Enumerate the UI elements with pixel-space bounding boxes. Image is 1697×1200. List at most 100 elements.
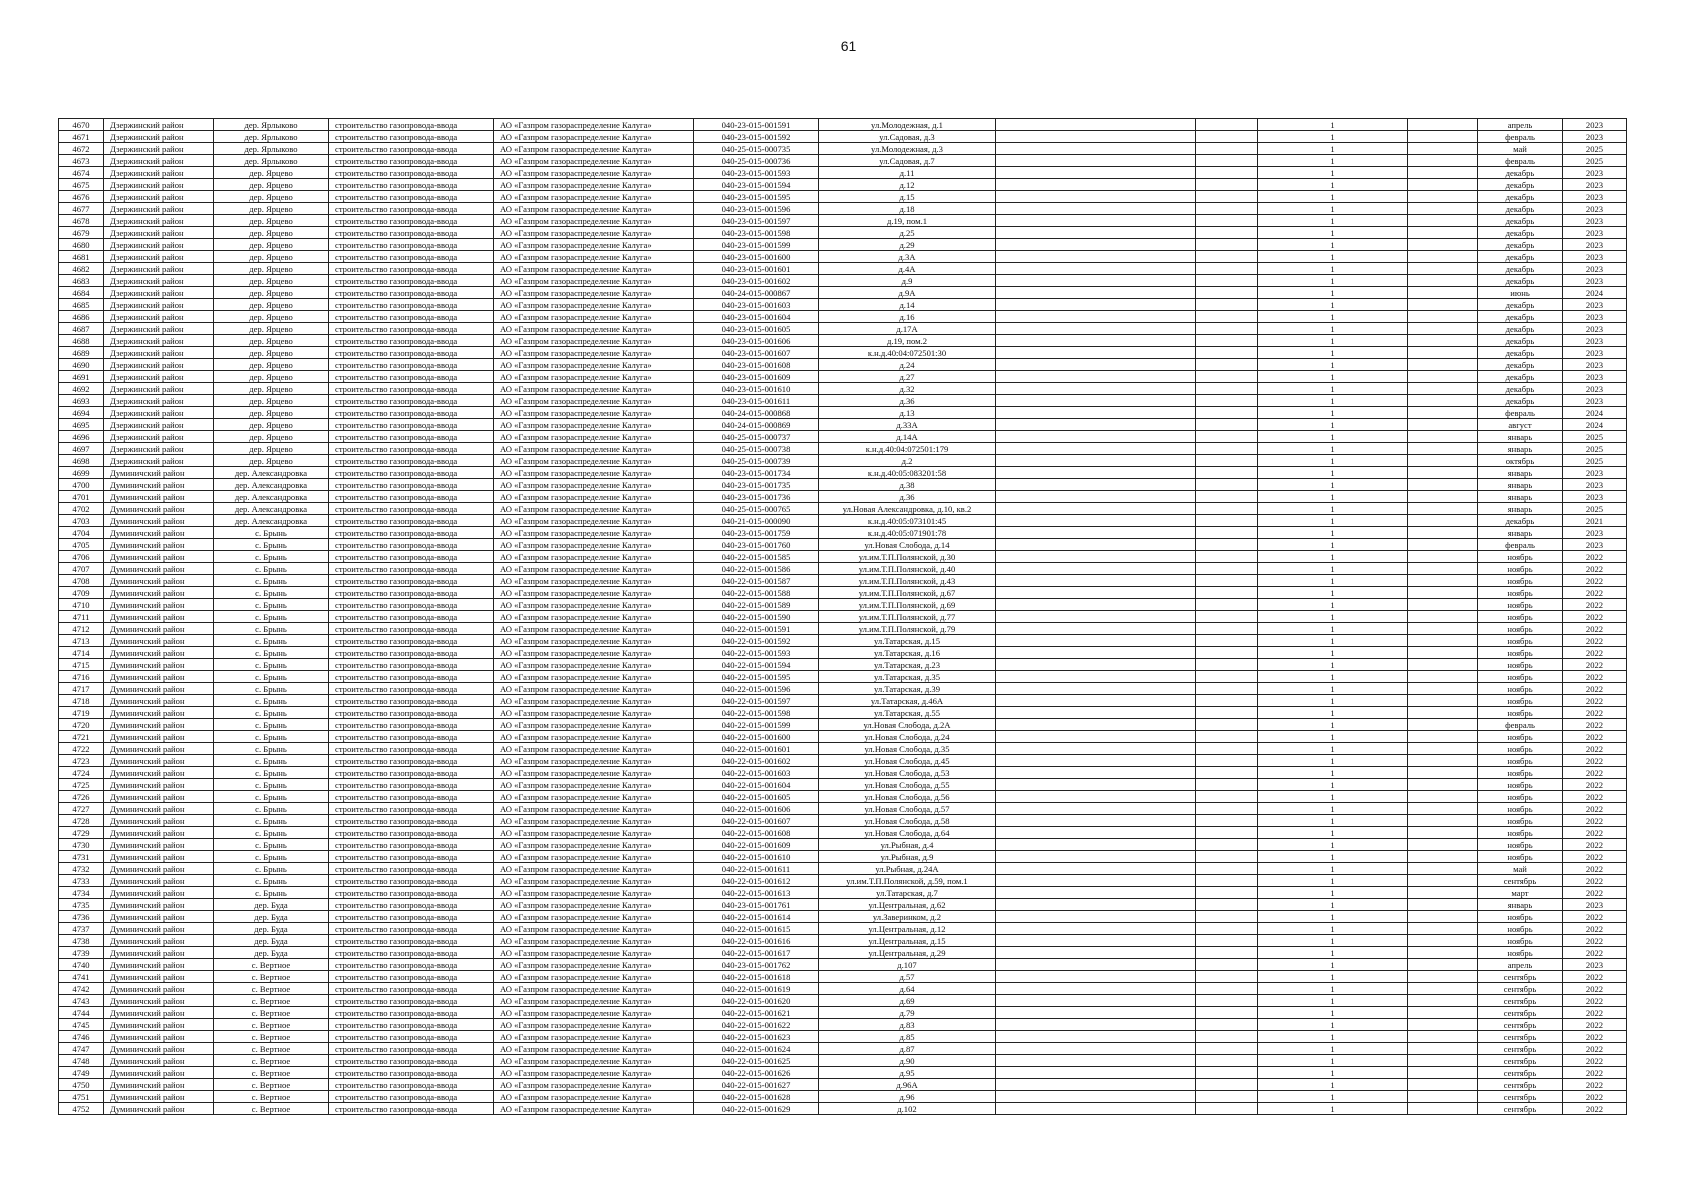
month: ноябрь: [1477, 826, 1563, 839]
year: 2025: [1562, 442, 1627, 455]
month: сентябрь: [1477, 1090, 1563, 1103]
count-flag: 1: [1257, 1030, 1408, 1043]
empty-cell: [1407, 790, 1478, 803]
district: Думиничский район: [103, 598, 214, 611]
locality: дер. Ярлыково: [213, 142, 329, 155]
empty-cell: [1195, 574, 1258, 587]
locality: с. Вертное: [213, 1054, 329, 1067]
row-number: 4752: [58, 1102, 104, 1115]
year: 2023: [1562, 394, 1627, 407]
month: ноябрь: [1477, 946, 1563, 959]
empty-cell: [1195, 658, 1258, 671]
organization: АО «Газпром газораспределение Калуга»: [493, 514, 694, 527]
row-number: 4750: [58, 1078, 104, 1091]
work-type: строительство газопровода-ввода: [328, 826, 494, 839]
organization: АО «Газпром газораспределение Калуга»: [493, 598, 694, 611]
empty-cell: [1195, 874, 1258, 887]
empty-cell: [995, 790, 1196, 803]
empty-cell: [1407, 706, 1478, 719]
empty-cell: [995, 178, 1196, 191]
empty-cell: [1195, 1030, 1258, 1043]
organization: АО «Газпром газораспределение Калуга»: [493, 910, 694, 923]
row-number: 4720: [58, 718, 104, 731]
month: декабрь: [1477, 370, 1563, 383]
work-type: строительство газопровода-ввода: [328, 394, 494, 407]
year: 2022: [1562, 802, 1627, 815]
count-flag: 1: [1257, 214, 1408, 227]
application-code: 040-23-015-001602: [693, 274, 819, 287]
year: 2022: [1562, 982, 1627, 995]
application-code: 040-22-015-001595: [693, 670, 819, 683]
address: ул.им.Т.П.Полянской, д.43: [818, 574, 996, 587]
month: сентябрь: [1477, 994, 1563, 1007]
empty-cell: [1407, 442, 1478, 455]
address: д.38: [818, 478, 996, 491]
row-number: 4716: [58, 670, 104, 683]
district: Думиничский район: [103, 814, 214, 827]
row-number: 4708: [58, 574, 104, 587]
application-code: 040-23-015-001736: [693, 490, 819, 503]
locality: дер. Ярцево: [213, 454, 329, 467]
row-number: 4696: [58, 430, 104, 443]
work-type: строительство газопровода-ввода: [328, 526, 494, 539]
organization: АО «Газпром газораспределение Калуга»: [493, 1042, 694, 1055]
organization: АО «Газпром газораспределение Калуга»: [493, 370, 694, 383]
empty-cell: [1195, 598, 1258, 611]
work-type: строительство газопровода-ввода: [328, 334, 494, 347]
row-number: 4679: [58, 226, 104, 239]
empty-cell: [1407, 526, 1478, 539]
application-code: 040-22-015-001593: [693, 646, 819, 659]
empty-cell: [1195, 886, 1258, 899]
count-flag: 1: [1257, 718, 1408, 731]
count-flag: 1: [1257, 610, 1408, 623]
row-number: 4676: [58, 190, 104, 203]
application-code: 040-23-015-001607: [693, 346, 819, 359]
application-code: 040-24-015-000867: [693, 286, 819, 299]
organization: АО «Газпром газораспределение Калуга»: [493, 970, 694, 983]
application-code: 040-24-015-000868: [693, 406, 819, 419]
empty-cell: [995, 514, 1196, 527]
organization: АО «Газпром газораспределение Калуга»: [493, 394, 694, 407]
work-type: строительство газопровода-ввода: [328, 814, 494, 827]
application-code: 040-22-015-001612: [693, 874, 819, 887]
district: Дзержинский район: [103, 418, 214, 431]
application-code: 040-22-015-001594: [693, 658, 819, 671]
address: д.36: [818, 394, 996, 407]
address: ул.Рыбная, д.4: [818, 838, 996, 851]
address: д.83: [818, 1018, 996, 1031]
year: 2022: [1562, 658, 1627, 671]
empty-cell: [1407, 382, 1478, 395]
count-flag: 1: [1257, 418, 1408, 431]
row-number: 4722: [58, 742, 104, 755]
district: Думиничский район: [103, 634, 214, 647]
organization: АО «Газпром газораспределение Калуга»: [493, 766, 694, 779]
locality: с. Брынь: [213, 718, 329, 731]
empty-cell: [1407, 310, 1478, 323]
address: ул.Татарская, д.16: [818, 646, 996, 659]
month: ноябрь: [1477, 670, 1563, 683]
year: 2023: [1562, 262, 1627, 275]
row-number: 4738: [58, 934, 104, 947]
year: 2022: [1562, 1054, 1627, 1067]
organization: АО «Газпром газораспределение Калуга»: [493, 1090, 694, 1103]
row-number: 4688: [58, 334, 104, 347]
locality: дер. Буда: [213, 922, 329, 935]
empty-cell: [995, 934, 1196, 947]
year: 2023: [1562, 310, 1627, 323]
organization: АО «Газпром газораспределение Калуга»: [493, 586, 694, 599]
application-code: 040-22-015-001603: [693, 766, 819, 779]
month: декабрь: [1477, 382, 1563, 395]
locality: с. Вертное: [213, 970, 329, 983]
row-number: 4680: [58, 238, 104, 251]
empty-cell: [1407, 418, 1478, 431]
month: март: [1477, 886, 1563, 899]
application-code: 040-22-015-001627: [693, 1078, 819, 1091]
